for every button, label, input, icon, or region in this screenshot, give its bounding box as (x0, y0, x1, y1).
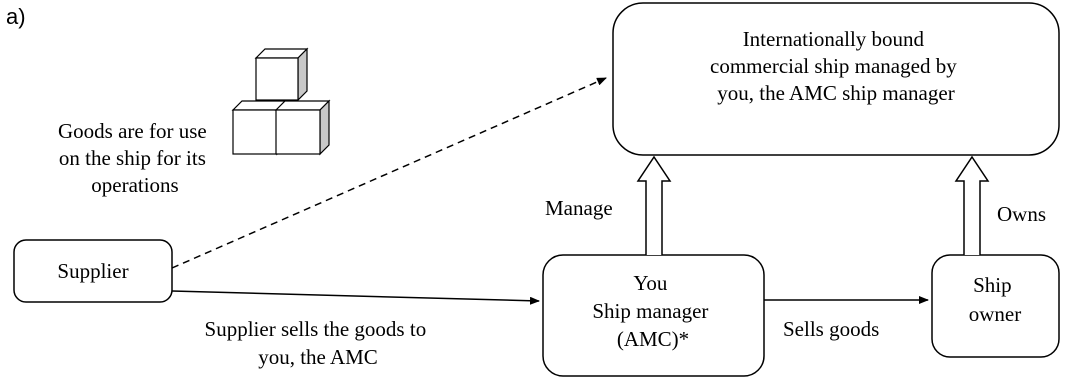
owns-arrow (954, 155, 990, 255)
manager-node: You Ship manager (AMC)* (542, 254, 765, 377)
manage-label: Manage (545, 196, 613, 220)
goods-note: Goods are for use on the ship for its op… (58, 119, 212, 197)
ship-node: Internationally bound commercial ship ma… (612, 2, 1060, 156)
panel-label: a) (6, 4, 26, 29)
supplier-node-label: Supplier (57, 259, 128, 283)
ship-node-label: Internationally bound commercial ship ma… (710, 27, 962, 105)
supplier-node: Supplier (13, 239, 173, 303)
owner-node-label: Ship owner (969, 273, 1021, 326)
sells-goods-label: Sells goods (783, 317, 879, 341)
goods-delivery-arrow (171, 77, 607, 269)
supplier-sells-label: Supplier sells the goods to you, the AMC (205, 317, 432, 369)
owns-label: Owns (997, 202, 1046, 226)
owner-node: Ship owner (931, 254, 1060, 358)
supplier-to-manager-arrow (171, 290, 540, 305)
stacked-boxes-icon (231, 47, 331, 156)
manager-node-label: You Ship manager (AMC)* (592, 271, 713, 351)
manage-arrow (636, 155, 672, 255)
